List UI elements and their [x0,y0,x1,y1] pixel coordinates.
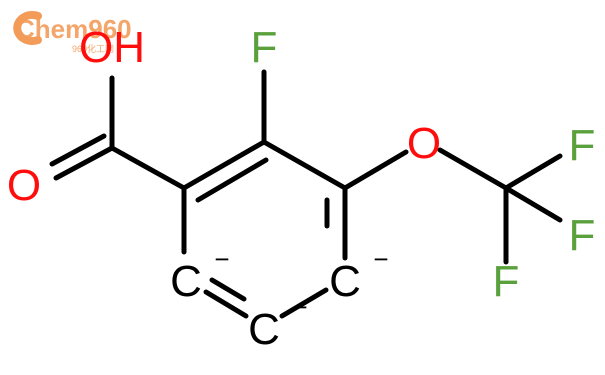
bond-cf3-f1 [503,153,563,191]
atom-f-1: F [569,121,596,170]
atom-c-right-charge: − [373,244,388,274]
atom-f-2: F [569,211,596,260]
atom-c-bottom-charge: − [292,292,307,322]
atom-c-bottom: C [248,305,280,354]
bond-c2-c3 [261,139,348,191]
chem960-logo: Chem960 960化工网 [13,11,132,54]
logo-c-icon [13,11,42,45]
atom-labels: OH O F O F F F C − C − C − [7,23,596,354]
bond-cbottom-cright [279,287,329,319]
bond-c-o-double-b [49,133,107,167]
logo-tagline-text: 960化工网 [72,43,114,54]
bond-o-cf3 [437,147,509,191]
atom-c-left-charge: − [214,244,229,274]
atom-o-carbonyl: O [7,161,41,210]
atom-f-ring: F [251,23,278,72]
atom-oh: OH [79,23,145,72]
bond-cleft-cbottom-b [209,277,247,302]
atom-c-left: C [170,257,202,306]
logo-brand-text: Chem960 [16,14,132,44]
atom-f-3: F [493,257,520,306]
bond-c-o-double-a [53,145,115,181]
atom-c-right: C [329,257,361,306]
bond-cleft-cbottom-a [203,289,249,319]
bond-c3-o [342,149,409,191]
bond-c1-c2-inner [195,157,269,203]
bonds [49,69,563,319]
atom-o-ether: O [407,119,441,168]
bond-c1-c2 [181,139,267,191]
bond-cf3-f2 [503,185,563,223]
bond-cooh-ring [109,145,187,191]
